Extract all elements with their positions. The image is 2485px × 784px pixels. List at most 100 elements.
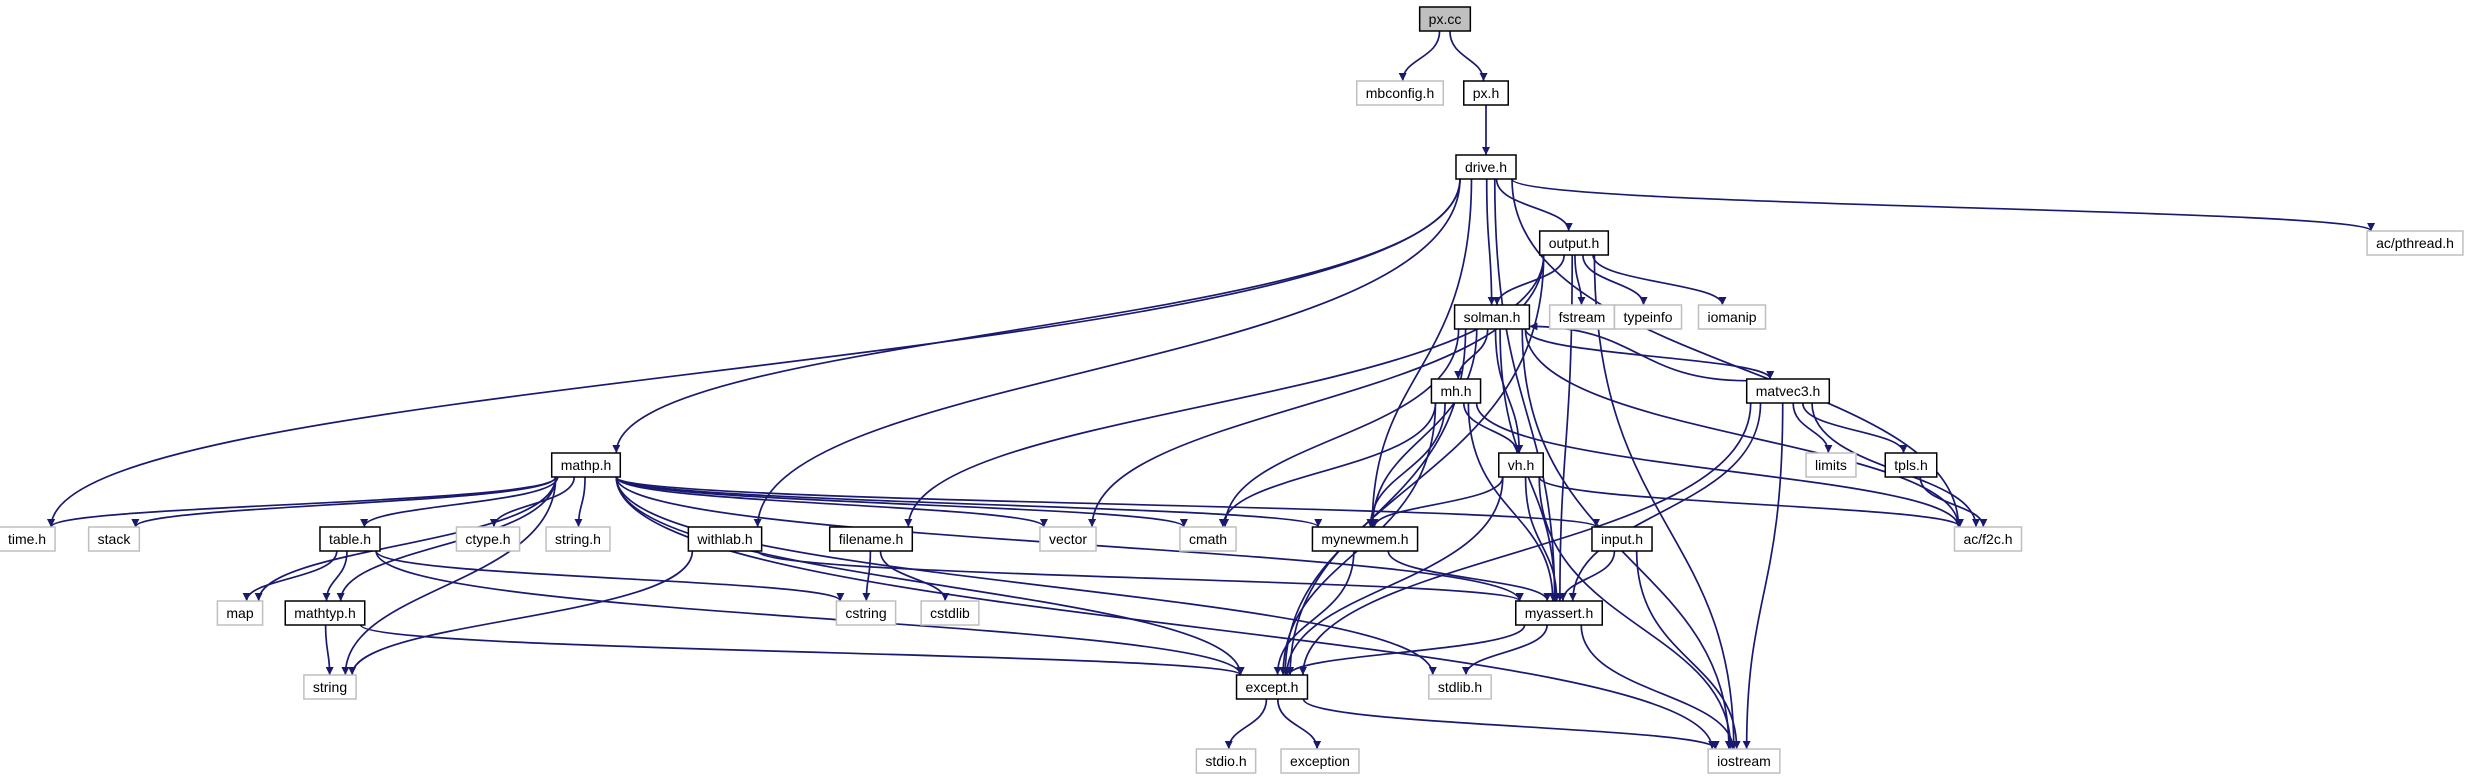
graph-node-limits[interactable]: limits xyxy=(1805,452,1857,478)
edge-mathp-h-to-input-h xyxy=(615,476,1600,528)
node-box xyxy=(920,600,980,626)
graph-node-withlab-h[interactable]: withlab.h xyxy=(687,526,763,552)
node-box xyxy=(1280,748,1360,774)
graph-node-fstream[interactable]: fstream xyxy=(1548,304,1616,330)
graph-node-mynewmem-h[interactable]: mynewmem.h xyxy=(1311,526,1419,552)
graph-node-stdlib-h[interactable]: stdlib.h xyxy=(1428,674,1492,700)
node-label: ctype.h xyxy=(465,531,510,547)
graph-node-input-h[interactable]: input.h xyxy=(1591,526,1653,552)
graph-node-mbconfig-h[interactable]: mbconfig.h xyxy=(1356,80,1444,106)
graph-node-drive-h[interactable]: drive.h xyxy=(1455,154,1517,180)
edge-output-h-to-typeinfo xyxy=(1582,254,1648,306)
node-label: limits xyxy=(1815,457,1847,473)
edge-matvec3-h-to-tpls-h xyxy=(1801,402,1908,454)
node-label: iostream xyxy=(1717,753,1771,769)
graph-node-time-h[interactable]: time.h xyxy=(0,526,56,552)
node-label: table.h xyxy=(329,531,371,547)
graph-node-output-h[interactable]: output.h xyxy=(1538,230,1610,256)
node-box xyxy=(1418,6,1472,32)
edge-mathp-h-to-iostream xyxy=(615,476,1717,750)
graph-node-tpls-h[interactable]: tpls.h xyxy=(1884,452,1938,478)
edge-table-h-to-mathtyp-h xyxy=(322,550,348,602)
node-label: output.h xyxy=(1549,235,1600,251)
graph-node-vector[interactable]: vector xyxy=(1039,526,1097,552)
node-box xyxy=(1179,526,1237,552)
node-label: myassert.h xyxy=(1525,605,1593,621)
node-box xyxy=(319,526,381,552)
node-label: px.cc xyxy=(1429,11,1462,27)
graph-node-matvec3-h[interactable]: matvec3.h xyxy=(1745,378,1831,404)
graph-node-string[interactable]: string xyxy=(303,674,357,700)
graph-node-cmath[interactable]: cmath xyxy=(1179,526,1237,552)
graph-node-exception[interactable]: exception xyxy=(1280,748,1360,774)
graph-node-mh-h[interactable]: mh.h xyxy=(1430,378,1482,404)
edge-output-h-to-solman-h xyxy=(1492,254,1566,306)
node-box xyxy=(828,526,914,552)
graph-node-filename-h[interactable]: filename.h xyxy=(828,526,914,552)
node-box xyxy=(1455,154,1517,180)
node-box xyxy=(1591,526,1653,552)
edge-mh-h-to-mynewmem-h xyxy=(1366,402,1446,528)
node-box xyxy=(0,526,56,552)
node-box xyxy=(1538,230,1610,256)
node-label: px.h xyxy=(1473,85,1499,101)
graph-node-table-h[interactable]: table.h xyxy=(319,526,381,552)
edge-drive-h-to-solman-h xyxy=(1485,178,1496,306)
node-label: mh.h xyxy=(1440,383,1471,399)
edge-withlab-h-to-myassert-h xyxy=(756,550,1524,602)
graph-node-ctype-h[interactable]: ctype.h xyxy=(455,526,521,552)
edge-solman-h-to-matvec3-h xyxy=(1524,328,1775,380)
graph-node-vh-h[interactable]: vh.h xyxy=(1498,452,1544,478)
node-label: ac/pthread.h xyxy=(2376,235,2454,251)
node-box xyxy=(1235,674,1309,700)
edge-mathp-h-to-time-h xyxy=(47,476,557,528)
graph-node-map[interactable]: map xyxy=(216,600,264,626)
graph-node-ac-f2c-h[interactable]: ac/f2c.h xyxy=(1953,526,2023,552)
graph-node-mathtyp-h[interactable]: mathtyp.h xyxy=(284,600,366,626)
graph-node-cstring[interactable]: cstring xyxy=(835,600,897,626)
graph-node-stack[interactable]: stack xyxy=(87,526,141,552)
edge-output-h-to-iostream xyxy=(1593,254,1738,750)
graph-node-px-cc[interactable]: px.cc xyxy=(1418,6,1472,32)
edge-solman-h-to-cmath xyxy=(1221,328,1460,528)
edge-filename-h-to-cstdlib xyxy=(879,550,950,602)
graph-node-px-h[interactable]: px.h xyxy=(1463,80,1509,106)
node-label: ac/f2c.h xyxy=(1963,531,2012,547)
edge-table-h-to-except-h xyxy=(375,550,1245,676)
graph-node-solman-h[interactable]: solman.h xyxy=(1453,304,1531,330)
graph-node-iomanip[interactable]: iomanip xyxy=(1697,304,1767,330)
edge-vh-h-to-mynewmem-h xyxy=(1370,476,1504,528)
graph-node-stdio-h[interactable]: stdio.h xyxy=(1195,748,1257,774)
node-box xyxy=(1039,526,1097,552)
node-label: input.h xyxy=(1601,531,1643,547)
node-label: filename.h xyxy=(839,531,904,547)
graph-node-mathp-h[interactable]: mathp.h xyxy=(550,452,622,478)
node-box xyxy=(835,600,897,626)
edge-matvec3-h-to-iostream xyxy=(1742,402,1784,750)
nodes-layer: px.cc mbconfig.h px.h drive.h ac/pthread.h ou… xyxy=(0,6,2464,774)
node-label: solman.h xyxy=(1464,309,1521,325)
edge-mathtyp-h-to-except-h xyxy=(359,624,1245,676)
edge-mathp-h-to-mynewmem-h xyxy=(615,476,1323,528)
graph-node-iostream[interactable]: iostream xyxy=(1707,748,1781,774)
graph-node-cstdlib[interactable]: cstdlib xyxy=(920,600,980,626)
edge-solman-h-to-vh-h xyxy=(1494,328,1524,454)
edge-mh-h-to-ac-f2c-h xyxy=(1475,402,1963,528)
edge-output-h-to-fstream xyxy=(1574,254,1586,306)
graph-node-except-h[interactable]: except.h xyxy=(1235,674,1309,700)
graph-node-typeinfo[interactable]: typeinfo xyxy=(1613,304,1683,330)
node-box xyxy=(1707,748,1781,774)
graph-node-string-h[interactable]: string.h xyxy=(545,526,611,552)
graph-node-myassert-h[interactable]: myassert.h xyxy=(1515,600,1603,626)
node-box xyxy=(1428,674,1492,700)
node-box xyxy=(1697,304,1767,330)
edge-drive-h-to-withlab-h xyxy=(753,178,1461,528)
node-label: withlab.h xyxy=(696,531,752,547)
node-label: cstdlib xyxy=(930,605,970,621)
node-box xyxy=(1548,304,1616,330)
node-label: except.h xyxy=(1246,679,1299,695)
edge-drive-h-to-output-h xyxy=(1495,178,1573,232)
edge-except-h-to-exception xyxy=(1276,698,1322,750)
graph-node-ac-pthread-h[interactable]: ac/pthread.h xyxy=(2366,230,2464,256)
